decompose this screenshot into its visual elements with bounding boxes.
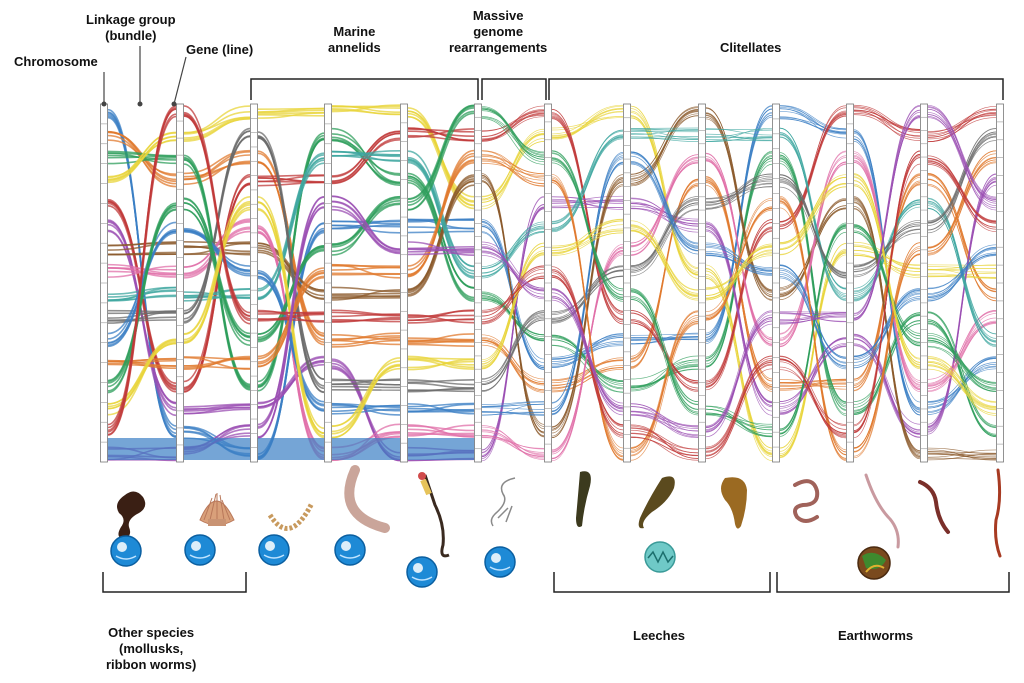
- group-label-clitellates: Clitellates: [720, 40, 782, 55]
- leech-icon-2: [638, 476, 675, 529]
- group-label-other-species: Other species (mollusks, ribbon worms): [106, 625, 197, 672]
- bracket-earthworms: [776, 572, 1010, 593]
- group-label-earthworms: Earthworms: [838, 628, 914, 643]
- annotation-chromosome: Chromosome: [14, 54, 98, 69]
- ringed-worm-icon: [267, 501, 315, 531]
- earthworm-icon-2: [864, 473, 900, 549]
- group-label-leeches: Leeches: [633, 628, 686, 643]
- wave-icon: [644, 541, 676, 573]
- tube-worm-icon: [418, 472, 450, 558]
- bracket-leeches: [553, 572, 771, 593]
- habitat-icons: [110, 534, 891, 588]
- water-drop-icon: [484, 546, 516, 578]
- ribbon-bundles: [104, 104, 997, 462]
- bracket-marine-annelids: [250, 78, 479, 100]
- thin-worm-icon: [490, 477, 516, 527]
- earthworm-icon-1: [793, 479, 820, 523]
- water-drop-icon: [184, 534, 216, 566]
- annotation-linkage-group: Linkage group (bundle): [86, 12, 176, 43]
- leech-icon-1: [576, 471, 591, 527]
- leech-icon-3: [721, 477, 747, 529]
- marine-worm-icon: [344, 465, 390, 533]
- chromosome-axes: [100, 103, 1004, 463]
- pointer-gene-line: [173, 56, 187, 105]
- soil-icon: [857, 546, 891, 580]
- bracket-rearrangements: [481, 78, 547, 100]
- group-label-rearrangements: Massive genome rearrangements: [449, 8, 548, 55]
- snail-icon: [117, 491, 146, 539]
- organism-icons: [117, 465, 1002, 558]
- bracket-clitellates: [548, 78, 1004, 100]
- water-drop-icon: [406, 556, 438, 588]
- group-label-marine-annelids: Marine annelids: [328, 24, 381, 55]
- scallop-icon: [199, 493, 235, 526]
- annotation-gene-line: Gene (line): [186, 42, 254, 57]
- bracket-other-species: [102, 572, 247, 593]
- earthworm-icon-4: [994, 468, 1002, 558]
- water-drop-icon: [258, 534, 290, 566]
- earthworm-icon-3: [918, 480, 950, 534]
- water-drop-icon: [334, 534, 366, 566]
- water-drop-icon: [110, 535, 142, 567]
